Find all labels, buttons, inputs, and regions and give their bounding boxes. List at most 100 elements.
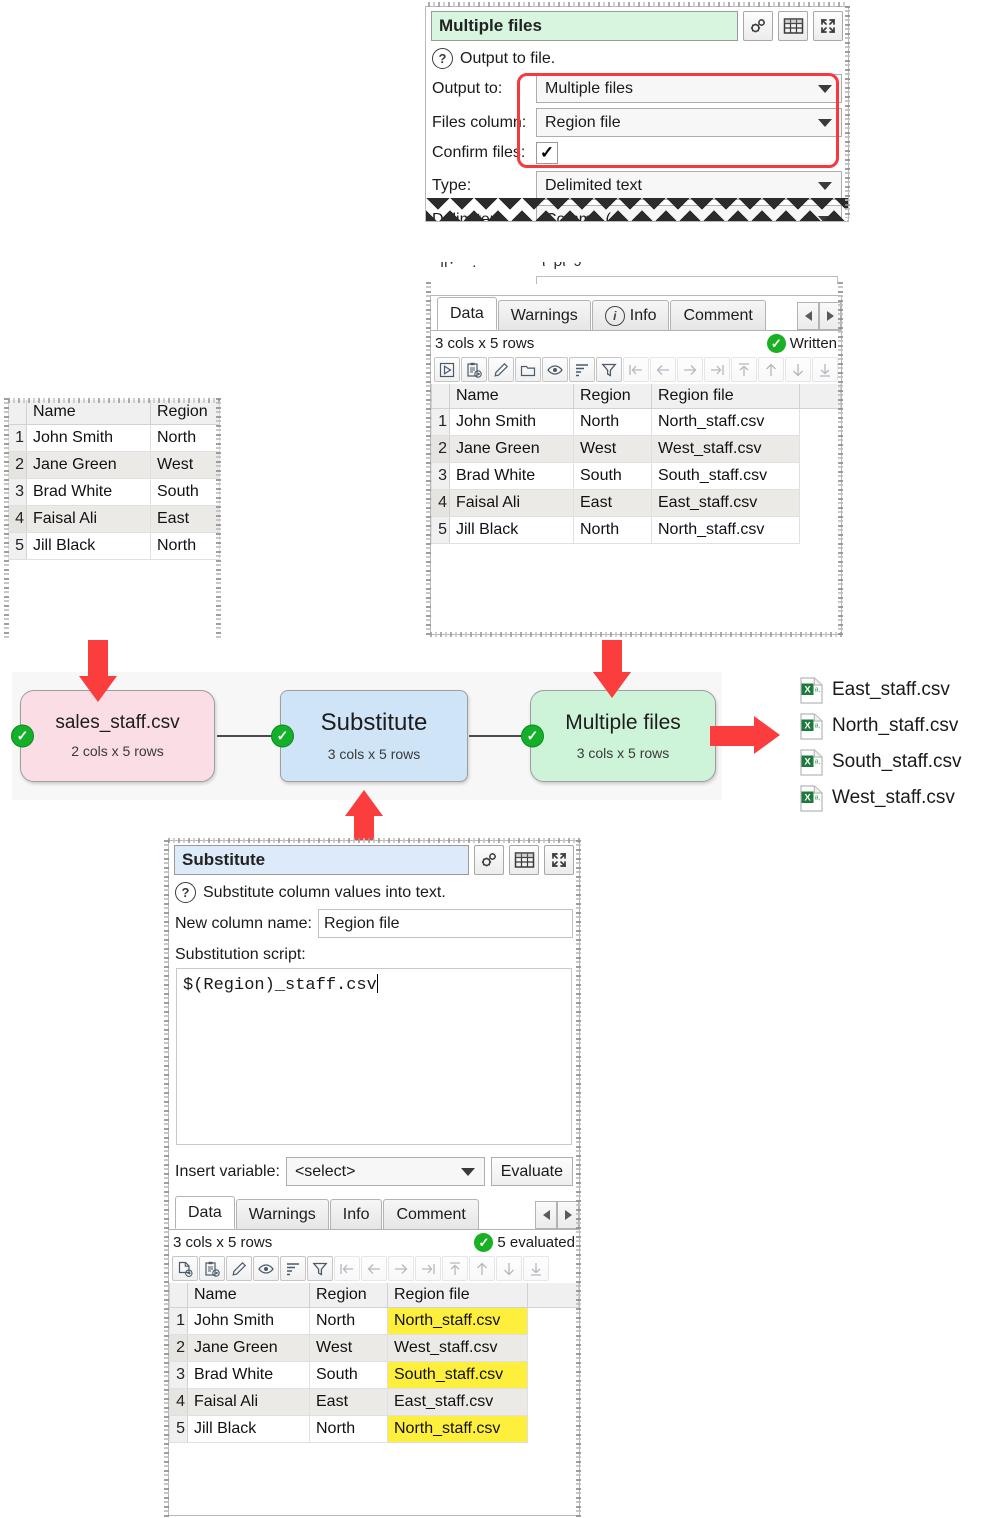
output-file-item[interactable]: X a, East_staff.csv: [800, 672, 962, 708]
table-cell[interactable]: Jill Black: [449, 516, 574, 544]
table-icon[interactable]: [778, 11, 808, 41]
table-cell[interactable]: North: [150, 424, 220, 452]
output-file-item[interactable]: X a, South_staff.csv: [800, 744, 962, 780]
down-icon[interactable]: [496, 1256, 522, 1281]
right-icon[interactable]: [388, 1256, 414, 1281]
row-number[interactable]: 5: [169, 1415, 188, 1443]
output-file-item[interactable]: X a, West_staff.csv: [800, 780, 962, 816]
table-cell[interactable]: North_staff.csv: [651, 408, 800, 436]
output-panel-title-field[interactable]: Multiple files: [431, 11, 738, 41]
table-cell[interactable]: South_staff.csv: [387, 1361, 528, 1389]
table-cell[interactable]: East: [573, 489, 652, 517]
expand-icon[interactable]: [544, 845, 574, 875]
table-cell[interactable]: Faisal Ali: [449, 489, 574, 517]
table-cell[interactable]: Jane Green: [26, 451, 151, 479]
table-cell[interactable]: South: [150, 478, 220, 506]
last-right-icon[interactable]: [415, 1256, 441, 1281]
first-left-icon[interactable]: [623, 357, 649, 382]
table-cell[interactable]: West: [150, 451, 220, 479]
top-icon[interactable]: [442, 1256, 468, 1281]
table-cell[interactable]: Brad White: [26, 478, 151, 506]
substitution-script-editor[interactable]: $(Region)_staff.csv: [176, 968, 572, 1145]
sort-icon[interactable]: [280, 1256, 306, 1281]
filter-icon[interactable]: [596, 357, 622, 382]
evaluate-button[interactable]: Evaluate: [490, 1157, 573, 1186]
tab-comment[interactable]: Comment: [670, 300, 766, 330]
table-cell[interactable]: John Smith: [449, 408, 574, 436]
flow-diagram-canvas[interactable]: ✓ sales_staff.csv 2 cols x 5 rows ✓ Subs…: [11, 672, 722, 800]
table-cell[interactable]: Brad White: [449, 462, 574, 490]
table-cell[interactable]: John Smith: [26, 424, 151, 452]
table-cell[interactable]: South_staff.csv: [651, 462, 800, 490]
table-cell[interactable]: North: [309, 1415, 388, 1443]
gears-icon[interactable]: [743, 11, 773, 41]
confirm-files-checkbox[interactable]: ✓: [536, 142, 558, 164]
col-name[interactable]: Name: [449, 384, 574, 409]
col-region-file[interactable]: Region file: [387, 1283, 528, 1308]
table-cell[interactable]: West: [309, 1334, 388, 1362]
run-icon[interactable]: [434, 357, 460, 382]
table-cell[interactable]: South: [573, 462, 652, 490]
files-column-combo[interactable]: Region file: [536, 108, 842, 137]
row-number[interactable]: 3: [431, 462, 450, 490]
gears-icon[interactable]: [474, 845, 504, 875]
table-cell[interactable]: West_staff.csv: [651, 435, 800, 463]
table-cell[interactable]: West_staff.csv: [387, 1334, 528, 1362]
paste-icon[interactable]: [199, 1256, 225, 1281]
table-cell[interactable]: North: [309, 1307, 388, 1335]
node-multiple-files[interactable]: ✓ Multiple files 3 cols x 5 rows: [521, 690, 716, 782]
table-cell[interactable]: East: [309, 1388, 388, 1416]
right-icon[interactable]: [677, 357, 703, 382]
table-cell[interactable]: North_staff.csv: [387, 1415, 528, 1443]
type-combo[interactable]: Delimited text: [536, 171, 842, 200]
row-number[interactable]: 3: [169, 1361, 188, 1389]
table-cell[interactable]: Faisal Ali: [26, 505, 151, 533]
bottom-icon[interactable]: [523, 1256, 549, 1281]
col-region[interactable]: Region: [309, 1283, 388, 1308]
first-left-icon[interactable]: [334, 1256, 360, 1281]
eye-icon[interactable]: [253, 1256, 279, 1281]
tab-warnings[interactable]: Warnings: [497, 300, 591, 330]
edit-icon[interactable]: [226, 1256, 252, 1281]
table-cell[interactable]: North: [573, 408, 652, 436]
table-cell[interactable]: East: [150, 505, 220, 533]
table-cell[interactable]: North: [573, 516, 652, 544]
row-number[interactable]: 2: [8, 451, 27, 479]
left-icon[interactable]: [361, 1256, 387, 1281]
paste-icon[interactable]: [461, 357, 487, 382]
tab-warnings[interactable]: Warnings: [235, 1199, 329, 1229]
up-icon[interactable]: [469, 1256, 495, 1281]
row-number[interactable]: 1: [431, 408, 450, 436]
table-cell[interactable]: East_staff.csv: [651, 489, 800, 517]
tab-info[interactable]: Info: [329, 1199, 383, 1229]
col-name[interactable]: Name: [187, 1283, 310, 1308]
table-cell[interactable]: North: [150, 532, 220, 560]
bottom-icon[interactable]: [812, 357, 838, 382]
tab-data[interactable]: Data: [437, 297, 497, 330]
insert-variable-combo[interactable]: <select>: [285, 1157, 485, 1186]
table-icon[interactable]: [509, 845, 539, 875]
table-cell[interactable]: Jane Green: [449, 435, 574, 463]
table-cell[interactable]: Jill Black: [187, 1415, 310, 1443]
table-cell[interactable]: Jill Black: [26, 532, 151, 560]
folder-icon[interactable]: [515, 357, 541, 382]
top-icon[interactable]: [731, 357, 757, 382]
node-sales-staff-csv[interactable]: ✓ sales_staff.csv 2 cols x 5 rows: [11, 690, 215, 782]
row-number[interactable]: 1: [8, 424, 27, 452]
sort-icon[interactable]: [569, 357, 595, 382]
new-file-icon[interactable]: [172, 1256, 198, 1281]
row-number[interactable]: 5: [431, 516, 450, 544]
table-cell[interactable]: West: [573, 435, 652, 463]
help-icon[interactable]: ?: [175, 882, 196, 903]
table-cell[interactable]: Brad White: [187, 1361, 310, 1389]
